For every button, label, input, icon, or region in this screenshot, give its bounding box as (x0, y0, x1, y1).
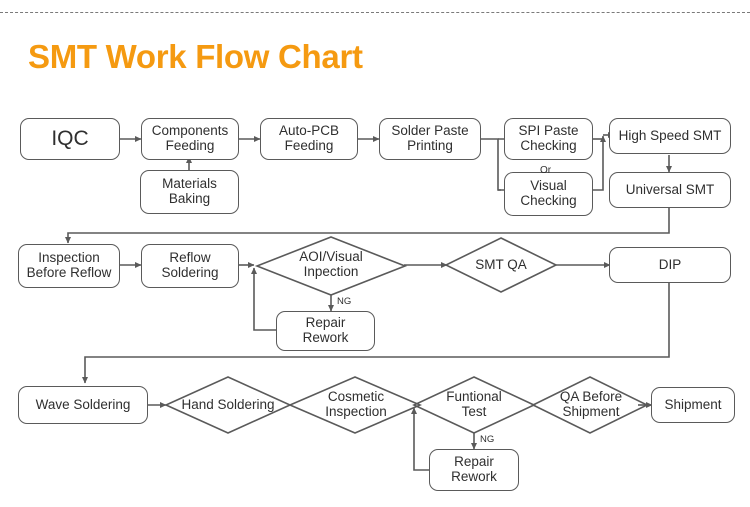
node-spi-paste-checking[interactable]: SPI Paste Checking (504, 118, 593, 160)
node-dip[interactable]: DIP (609, 247, 731, 283)
node-aoi-visual-inspection[interactable]: AOI/Visual Inpection (272, 243, 390, 287)
node-wave-soldering-label: Wave Soldering (35, 396, 131, 412)
edge-label-or: Or (540, 165, 552, 176)
node-hand-soldering[interactable]: Hand Soldering (170, 395, 286, 415)
node-funtional-test[interactable]: Funtional Test (430, 383, 518, 427)
node-dip-label: DIP (658, 256, 682, 272)
node-auto-pcb-feeding[interactable]: Auto-PCB Feeding (260, 118, 358, 160)
node-auto-pcb-feeding-label: Auto-PCB Feeding (278, 123, 340, 153)
node-hand-soldering-label: Hand Soldering (181, 396, 275, 412)
node-universal-smt[interactable]: Universal SMT (609, 172, 731, 208)
node-spi-paste-checking-label: SPI Paste Checking (518, 123, 579, 153)
node-qa-before-shipment-label: QA Before Shipment (559, 389, 623, 419)
diamond-aoi-visual-inspection (254, 236, 408, 296)
edge-label-ng-aoi: NG (337, 296, 352, 307)
diamond-smt-qa (444, 237, 558, 293)
node-inspection-before-reflow[interactable]: Inspection Before Reflow (18, 244, 120, 288)
node-wave-soldering[interactable]: Wave Soldering (18, 386, 148, 424)
diamond-cosmetic-inspection (287, 376, 423, 434)
node-high-speed-smt-label: High Speed SMT (618, 127, 722, 143)
node-iqc-label: IQC (51, 126, 89, 150)
node-solder-paste-printing-label: Solder Paste Printing (391, 123, 469, 153)
node-reflow-soldering-label: Reflow Soldering (161, 250, 219, 280)
node-repair-rework-test[interactable]: Repair Rework (429, 449, 519, 491)
page-title: SMT Work Flow Chart (28, 38, 363, 75)
node-solder-paste-printing[interactable]: Solder Paste Printing (379, 118, 481, 160)
node-cosmetic-inspection[interactable]: Cosmetic Inspection (306, 383, 406, 427)
node-components-feeding-label: Components Feeding (151, 123, 229, 153)
node-materials-baking[interactable]: Materials Baking (140, 170, 239, 214)
top-dashed-divider (0, 12, 750, 13)
node-aoi-visual-inspection-label: AOI/Visual Inpection (299, 249, 363, 279)
node-universal-smt-label: Universal SMT (625, 181, 715, 197)
node-repair-rework-test-label: Repair Rework (451, 454, 497, 484)
node-visual-checking[interactable]: Visual Checking (504, 172, 593, 216)
diamond-hand-soldering (164, 376, 292, 434)
node-repair-rework-smt-label: Repair Rework (302, 315, 349, 345)
node-qa-before-shipment[interactable]: QA Before Shipment (545, 383, 637, 427)
node-high-speed-smt[interactable]: High Speed SMT (609, 118, 731, 154)
node-smt-qa-label: SMT QA (475, 256, 527, 272)
node-visual-checking-label: Visual Checking (520, 178, 577, 208)
node-inspection-before-reflow-label: Inspection Before Reflow (26, 250, 112, 280)
node-smt-qa[interactable]: SMT QA (461, 255, 541, 275)
node-components-feeding[interactable]: Components Feeding (141, 118, 239, 160)
node-reflow-soldering[interactable]: Reflow Soldering (141, 244, 239, 288)
diamond-qa-before-shipment (531, 376, 649, 434)
node-shipment-label: Shipment (664, 396, 722, 412)
diamond-funtional-test (412, 376, 536, 434)
node-funtional-test-label: Funtional Test (446, 389, 502, 419)
node-repair-rework-smt[interactable]: Repair Rework (276, 311, 375, 351)
edge-label-ng-functional: NG (480, 434, 495, 445)
node-materials-baking-label: Materials Baking (162, 176, 217, 206)
node-cosmetic-inspection-label: Cosmetic Inspection (325, 389, 387, 419)
node-iqc[interactable]: IQC (20, 118, 120, 160)
node-shipment[interactable]: Shipment (651, 387, 735, 423)
